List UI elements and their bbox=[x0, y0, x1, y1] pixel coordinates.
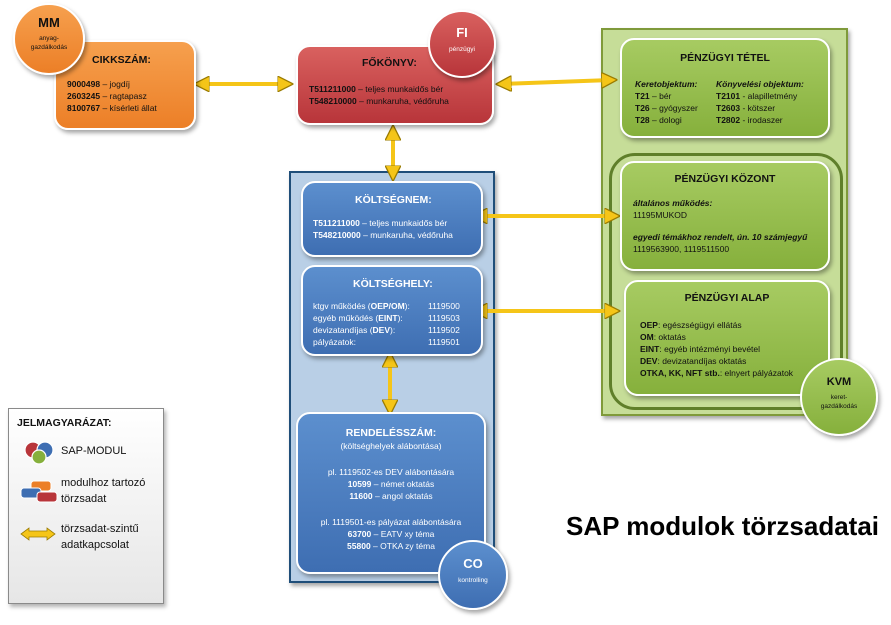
legend-connection-label: törzsadat-szintű adatkapcsolat bbox=[61, 523, 139, 551]
fi-circle-subtitle: pénzügyi bbox=[448, 46, 476, 53]
fi-circle-title: FI bbox=[456, 25, 468, 40]
list-item: OM: oktatás bbox=[640, 332, 686, 342]
list-item: DEV: devizatandíjas oktatás bbox=[640, 356, 747, 366]
penzugyi-kozont-box: PÉNZÜGYI KÖZONT általános működés: 11195… bbox=[620, 161, 830, 271]
penzugyi-alap-list: OEP: egészségügyi ellátás OM: oktatás EI… bbox=[640, 319, 793, 379]
legend-title: JELMAGYARÁZAT: bbox=[17, 417, 112, 429]
co-circle-subtitle: kontrolling bbox=[458, 577, 488, 584]
list-item: T28 – dologi bbox=[635, 115, 682, 125]
list-item: T511211000 – teljes munkaidős bér bbox=[309, 84, 444, 94]
list-item: 8100767 – kísérleti állat bbox=[67, 103, 157, 113]
co-module-circle: CO kontrolling bbox=[438, 540, 508, 610]
mm-module-circle: MM anyag-gazdálkodás bbox=[13, 3, 85, 75]
koltsegnem-box: KÖLTSÉGNEM: T511211000 – teljes munkaidő… bbox=[301, 181, 483, 257]
table-row: pályázatok:1119501 bbox=[313, 337, 460, 347]
koltseghely-box: KÖLTSÉGHELY: ktgv működés (OEP/OM):11195… bbox=[301, 265, 483, 356]
list-item: T548210000 – munkaruha, védőruha bbox=[313, 230, 453, 240]
penzugyi-kozont-title: PÉNZÜGYI KÖZONT bbox=[674, 173, 776, 185]
koltseghely-list: ktgv működés (OEP/OM):1119500 egyéb műkö… bbox=[313, 300, 478, 348]
kozont-value-specific: 1119563900, 1119511500 bbox=[633, 244, 730, 254]
page-title: SAP modulok törzsadatai bbox=[566, 511, 880, 541]
list-item: 9000498 – jogdíj bbox=[67, 79, 130, 89]
fokonyv-title: FŐKÖNYV: bbox=[362, 57, 417, 69]
kvm-module-circle: KVM keret-gazdálkodás bbox=[800, 358, 878, 436]
mm-circle-subtitle: anyag-gazdálkodás bbox=[30, 35, 68, 51]
list-item: OEP: egészségügyi ellátás bbox=[640, 320, 742, 330]
kvm-inner-frame bbox=[609, 153, 843, 410]
legend-sap-module-label: SAP-MODUL bbox=[61, 445, 127, 457]
koltseghely-title: KÖLTSÉGHELY: bbox=[353, 278, 433, 290]
rendelesszam-group-2: pl. 1119501-es pályázat alábontására 637… bbox=[298, 516, 484, 552]
penzugyi-tetel-box: PÉNZÜGYI TÉTEL Keretobjektum: T21 – bér … bbox=[620, 38, 830, 138]
cikkszam-title: CIKKSZÁM: bbox=[92, 54, 151, 66]
list-item: T2101 - alapilletmény bbox=[716, 91, 798, 101]
rendelesszam-group-1: pl. 1119502-es DEV alábontására 10599 – … bbox=[298, 466, 484, 502]
keretobjektum-column: Keretobjektum: T21 – bér T26 – gyógyszer… bbox=[635, 78, 698, 126]
column-heading: Keretobjektum: bbox=[635, 79, 698, 89]
table-row: ktgv működés (OEP/OM):1119500 bbox=[313, 301, 460, 311]
rendelesszam-title: RENDELÉSSZÁM: bbox=[345, 427, 437, 439]
list-item: 55800 – OTKA zy téma bbox=[347, 541, 435, 551]
list-item: EINT: egyéb intézményi bevétel bbox=[640, 344, 761, 354]
list-item: T26 – gyógyszer bbox=[635, 103, 698, 113]
column-heading: Könyvelési objektum: bbox=[716, 79, 804, 89]
list-item: 63700 – EATV xy téma bbox=[347, 529, 435, 539]
legend-master-data-label: modulhoz tartozó törzsadat bbox=[61, 477, 146, 505]
master-data-icon bbox=[20, 480, 58, 503]
table-row: devizatandíjas (DEV):1119502 bbox=[313, 325, 460, 335]
group-heading: pl. 1119501-es pályázat alábontására bbox=[320, 517, 462, 527]
list-item: T548210000 – munkaruha, védőruha bbox=[309, 96, 449, 106]
kozont-heading-general: általános működés: bbox=[633, 198, 713, 208]
penzugyi-kozont-content: általános működés: 11195MUKOD egyedi tém… bbox=[633, 197, 807, 255]
sap-module-icon bbox=[24, 441, 54, 465]
list-item: 10599 – német oktatás bbox=[347, 479, 435, 489]
rendelesszam-subtitle: (költséghelyek alábontása) bbox=[340, 441, 442, 451]
list-item: T2603 - kötszer bbox=[716, 103, 776, 113]
list-item: 11600 – angol oktatás bbox=[349, 491, 433, 501]
kozont-value-general: 11195MUKOD bbox=[633, 210, 688, 220]
mm-circle-title: MM bbox=[38, 15, 60, 30]
table-row: egyéb működés (EINT):1119503 bbox=[313, 313, 460, 323]
list-item: 2603245 – ragtapasz bbox=[67, 91, 147, 101]
koltsegnem-list: T511211000 – teljes munkaidős bér T54821… bbox=[313, 217, 453, 241]
list-item: T511211000 – teljes munkaidős bér bbox=[313, 218, 448, 228]
kvm-circle-title: KVM bbox=[826, 376, 852, 388]
fokonyv-list: T511211000 – teljes munkaidős bér T54821… bbox=[309, 83, 449, 107]
legend-panel: JELMAGYARÁZAT: SAP-MODUL modulhoz tartoz… bbox=[8, 408, 164, 604]
rendelesszam-box: RENDELÉSSZÁM: (költséghelyek alábontása)… bbox=[296, 412, 486, 574]
koltsegnem-title: KÖLTSÉGNEM: bbox=[355, 194, 432, 206]
penzugyi-alap-box: PÉNZÜGYI ALAP OEP: egészségügyi ellátás … bbox=[624, 280, 830, 396]
kvm-circle-subtitle: keret-gazdálkodás bbox=[820, 394, 858, 410]
list-item: T2802 - irodaszer bbox=[716, 115, 783, 125]
co-circle-title: CO bbox=[463, 556, 483, 571]
cikkszam-list: 9000498 – jogdíj 2603245 – ragtapasz 810… bbox=[67, 78, 157, 114]
kozont-heading-specific: egyedi témákhoz rendelt, ún. 10 számjegy… bbox=[633, 232, 808, 242]
list-item: OTKA, KK, NFT stb.: elnyert pályázatok bbox=[640, 368, 794, 378]
penzugyi-alap-title: PÉNZÜGYI ALAP bbox=[684, 292, 770, 304]
double-arrow-icon bbox=[20, 527, 56, 541]
konyvelesi-objektum-column: Könyvelési objektum: T2101 - alapilletmé… bbox=[716, 78, 804, 126]
arrow-fi-kvm bbox=[502, 80, 611, 84]
penzugyi-tetel-title: PÉNZÜGYI TÉTEL bbox=[680, 52, 770, 64]
list-item: T21 – bér bbox=[635, 91, 672, 101]
group-heading: pl. 1119502-es DEV alábontására bbox=[327, 467, 455, 477]
fi-module-circle: FI pénzügyi bbox=[428, 10, 496, 78]
